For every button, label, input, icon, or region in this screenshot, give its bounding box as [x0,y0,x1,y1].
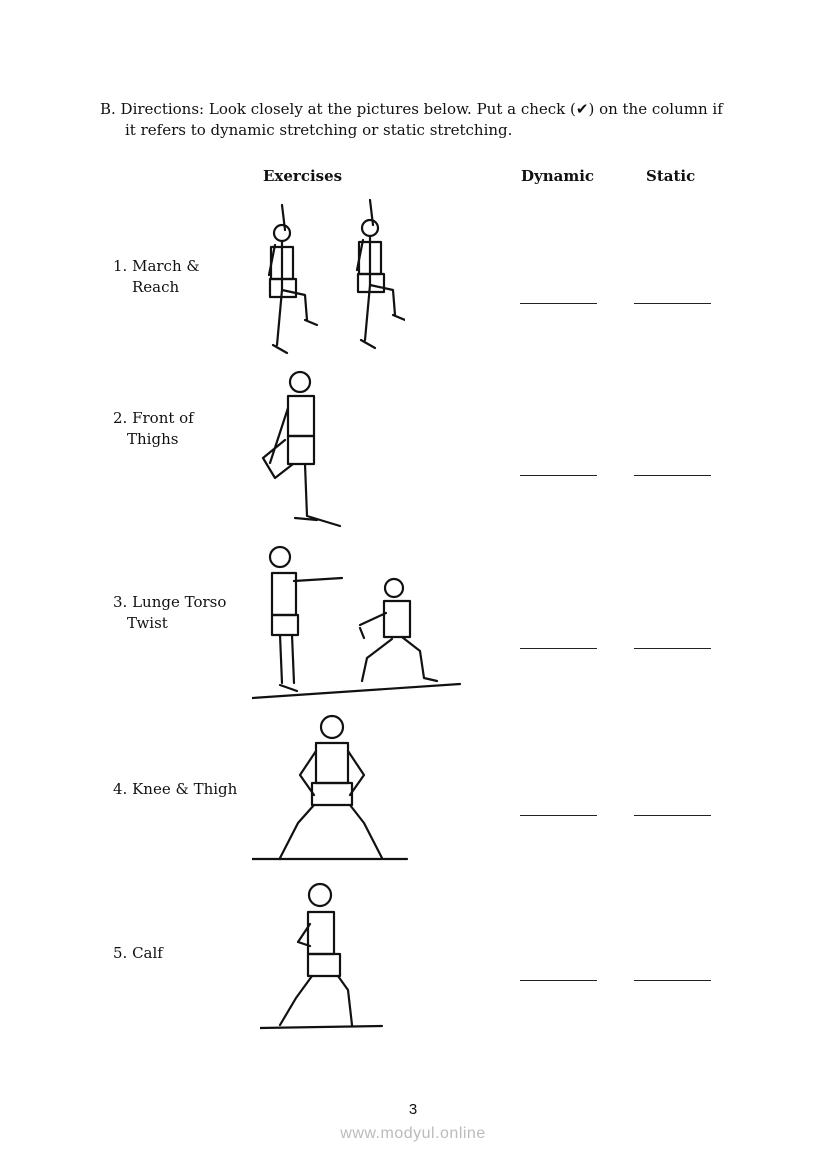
dynamic-answer-blank-5[interactable] [520,980,597,981]
header-dynamic: Dynamic [521,167,595,185]
exercise-label-line: 4. Knee & Thigh [113,780,238,798]
calf-stretch-illustration [258,880,385,1036]
exercise-label-line: 3. Lunge Torso [113,593,227,611]
static-answer-blank-4[interactable] [634,815,711,816]
static-answer-blank-1[interactable] [634,303,711,304]
directions-line-2: it refers to dynamic stretching or stati… [125,121,513,139]
static-answer-blank-5[interactable] [634,980,711,981]
dynamic-answer-blank-4[interactable] [520,815,597,816]
exercise-label-line: Reach [132,278,180,296]
knee-and-thigh-illustration [250,713,412,869]
front-of-thighs-illustration [255,368,345,537]
exercise-label-line: Twist [127,614,168,632]
exercise-label-5: 5. Calf [113,943,163,964]
march-and-reach-illustration [255,195,407,364]
exercise-label-1: 1. March & Reach [113,256,200,298]
directions: B. Directions: Look closely at the pictu… [100,99,740,141]
directions-line-1: B. Directions: Look closely at the pictu… [100,100,723,118]
exercise-label-line: Thighs [127,430,179,448]
header-static: Static [646,167,696,185]
exercise-label-line: 1. March & [113,257,200,275]
dynamic-answer-blank-1[interactable] [520,303,597,304]
exercise-label-4: 4. Knee & Thigh [113,779,237,800]
dynamic-answer-blank-2[interactable] [520,475,597,476]
lunge-torso-twist-illustration [250,543,464,707]
page-number: 3 [408,1101,418,1118]
exercise-label-line: 5. Calf [113,944,163,962]
exercise-label-2: 2. Front of Thighs [113,408,194,450]
header-exercises: Exercises [263,167,343,185]
dynamic-answer-blank-3[interactable] [520,648,597,649]
exercise-label-line: 2. Front of [113,409,194,427]
exercise-label-3: 3. Lunge Torso Twist [113,592,226,634]
static-answer-blank-3[interactable] [634,648,711,649]
watermark: www.modyul.online [340,1125,486,1142]
static-answer-blank-2[interactable] [634,475,711,476]
